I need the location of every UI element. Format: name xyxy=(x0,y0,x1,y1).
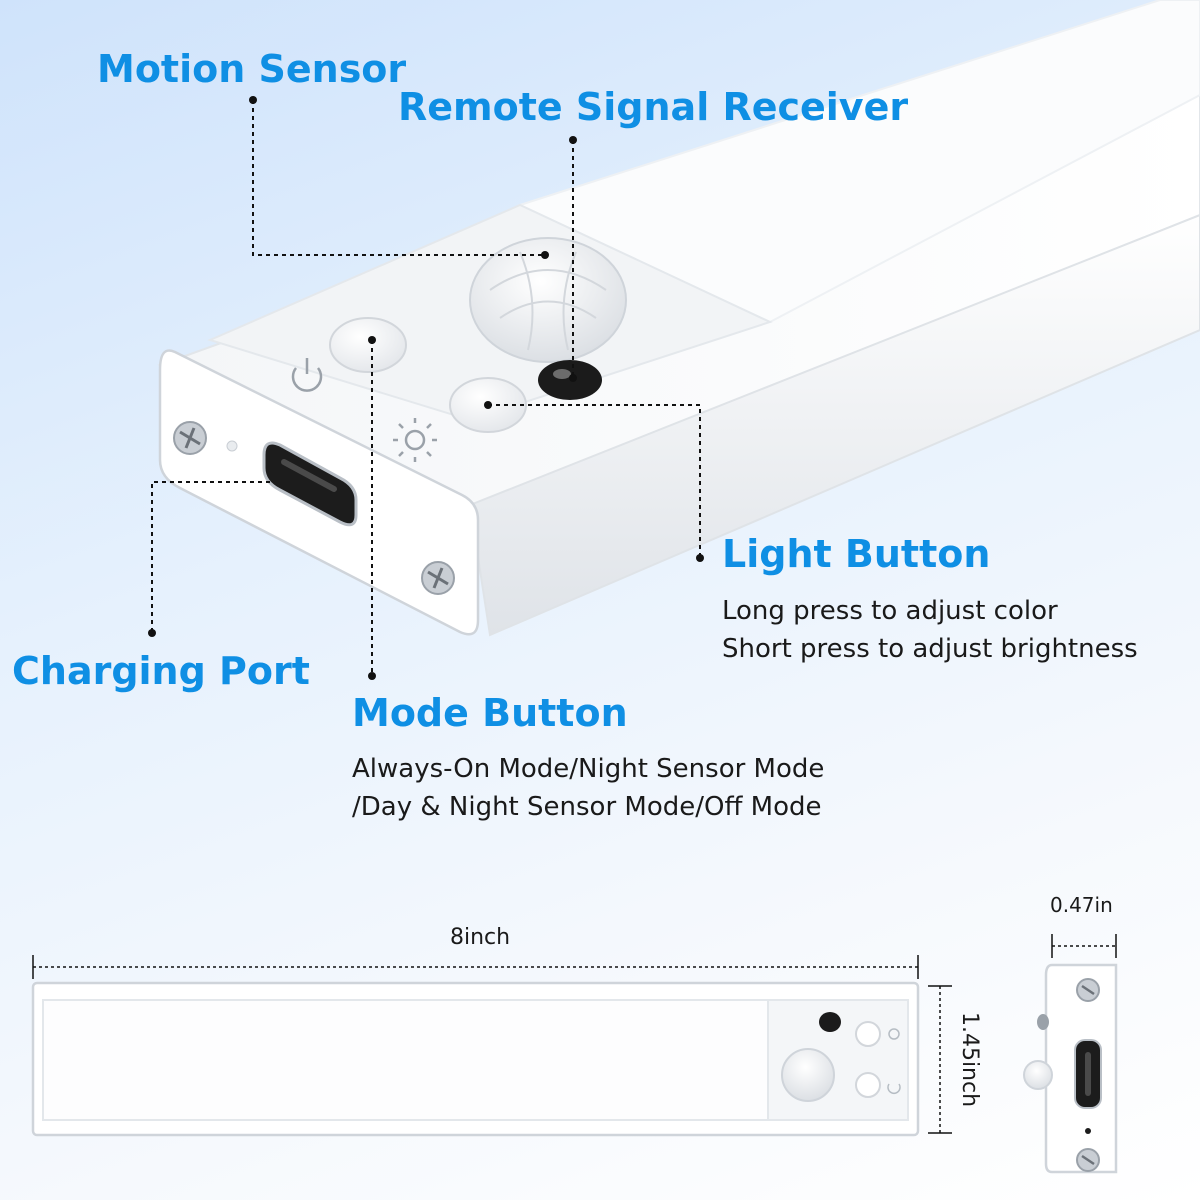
mode-button-title: Mode Button xyxy=(352,691,628,735)
screw-icon xyxy=(173,421,207,455)
usb-c-port-icon xyxy=(262,441,358,527)
leader-light-button xyxy=(488,404,701,558)
side-view xyxy=(1023,963,1118,1174)
length-dimension-label: 8inch xyxy=(450,925,511,950)
height-dimension-label: 1.45inch xyxy=(957,1011,983,1108)
mode-button-desc-2: /Day & Night Sensor Mode/Off Mode xyxy=(352,792,822,822)
power-icon xyxy=(291,358,323,392)
charging-port-title: Charging Port xyxy=(12,649,310,693)
leader-charging-port xyxy=(151,481,270,633)
mode-button-desc-1: Always-On Mode/Night Sensor Mode xyxy=(352,754,825,784)
front-view xyxy=(31,981,920,1137)
light-button-desc-2: Short press to adjust brightness xyxy=(722,634,1138,664)
light-button-title: Light Button xyxy=(722,532,991,576)
thickness-dimension-label: 0.47in xyxy=(1050,893,1113,917)
leader-motion-sensor xyxy=(252,100,545,256)
remote-receiver-title: Remote Signal Receiver xyxy=(398,85,909,129)
mode-button-graphic xyxy=(329,317,407,373)
screw-icon xyxy=(421,561,455,595)
pir-dome-icon xyxy=(469,237,627,363)
motion-sensor-title: Motion Sensor xyxy=(97,47,407,91)
light-button-desc-1: Long press to adjust color xyxy=(722,596,1058,626)
brightness-icon xyxy=(393,418,437,462)
